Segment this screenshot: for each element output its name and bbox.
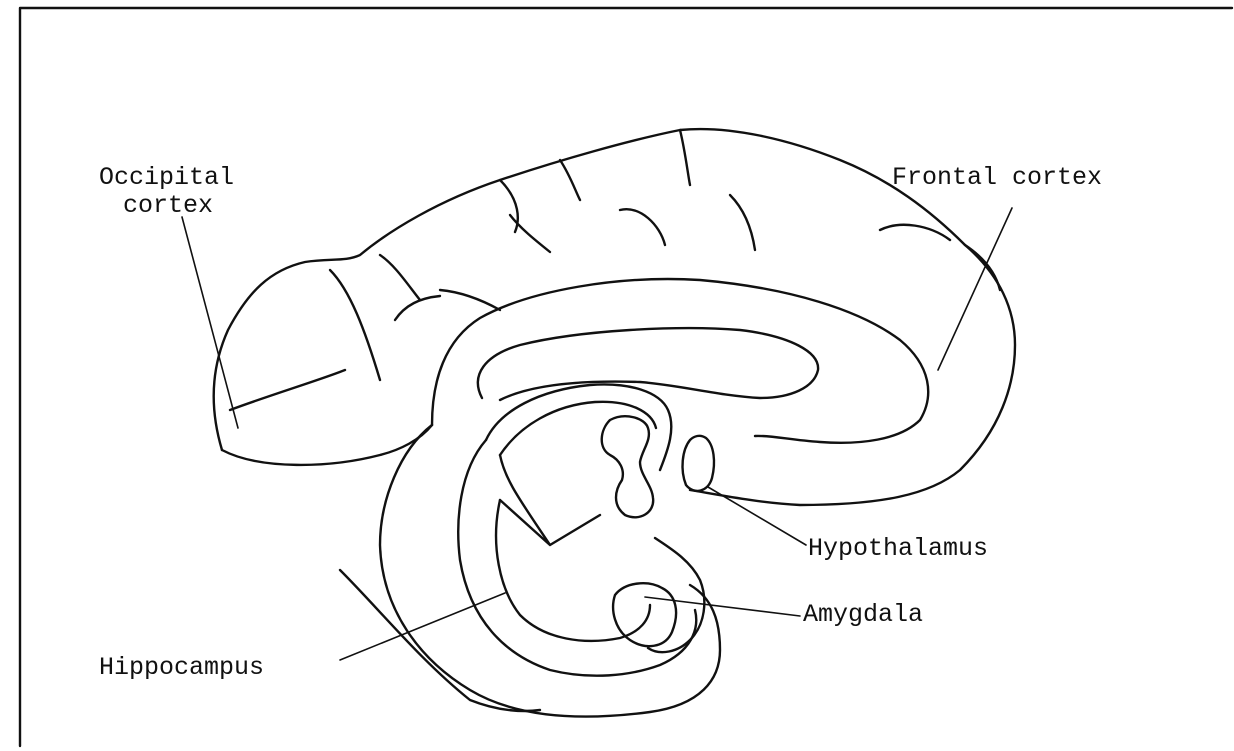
occipital-cortex-label-line2: cortex xyxy=(123,191,213,220)
hippocampus-outer-band xyxy=(380,425,720,717)
sulcus-5 xyxy=(440,290,500,310)
sulcus-8 xyxy=(560,160,580,200)
hippocampus-fold xyxy=(648,538,704,652)
sulcus-11 xyxy=(730,195,755,250)
hippocampus-label: Hippocampus xyxy=(99,653,264,682)
sulcus-9 xyxy=(620,209,665,245)
hypothalamus-leader-line xyxy=(708,487,806,545)
corpus-callosum-outline xyxy=(478,328,818,400)
thalamic-body xyxy=(602,416,653,517)
sulcus-4 xyxy=(395,296,440,320)
sulcus-10 xyxy=(680,130,690,185)
sulcus-6 xyxy=(500,180,518,232)
hypothalamus-label: Hypothalamus xyxy=(808,534,988,563)
thalamus-outline xyxy=(500,455,600,545)
sulcus-2 xyxy=(330,270,380,380)
sulcus-12 xyxy=(880,225,950,240)
occipital-leader-line xyxy=(182,217,238,428)
sulcus-7 xyxy=(510,215,550,252)
frontal-cortex-label: Frontal cortex xyxy=(892,163,1102,192)
sulcus-13 xyxy=(965,245,1000,290)
amygdala-leader-line xyxy=(645,597,800,616)
cingulate-gyrus-outline xyxy=(432,279,928,443)
fornix-outer xyxy=(486,384,671,470)
hippocampus-inner-band xyxy=(496,500,650,641)
outer-brain-bottom xyxy=(222,425,432,465)
occipital-cortex-label-line1: Occipital xyxy=(99,163,234,192)
amygdala-label: Amygdala xyxy=(803,600,923,629)
hypothalamus-nucleus xyxy=(683,436,714,491)
sulcus-3 xyxy=(380,255,420,300)
fornix-inner xyxy=(500,402,656,455)
parahippocampal-stroke xyxy=(340,570,540,711)
sulcus-1 xyxy=(230,370,345,410)
